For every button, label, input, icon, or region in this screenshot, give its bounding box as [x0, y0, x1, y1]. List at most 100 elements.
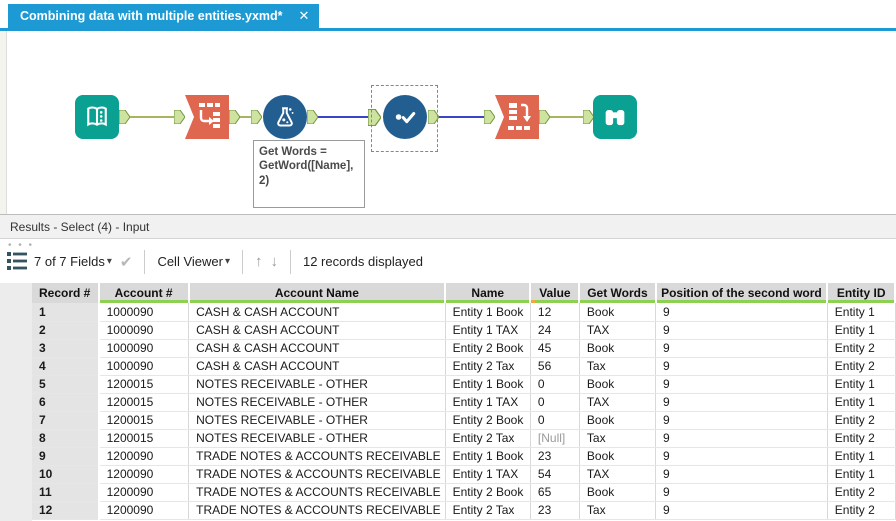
table-cell[interactable]: Entity 1 — [827, 303, 896, 322]
table-cell[interactable]: 24 — [530, 321, 580, 340]
table-cell[interactable]: 1200015 — [98, 411, 190, 430]
record-number-cell[interactable]: 7 — [32, 411, 100, 430]
table-cell[interactable]: NOTES RECEIVABLE - OTHER — [188, 411, 446, 430]
table-cell[interactable]: Entity 2 Book — [445, 339, 531, 358]
table-cell[interactable]: Entity 1 TAX — [445, 321, 531, 340]
workflow-canvas[interactable]: Get Words = GetWord([Name], 2) — [0, 31, 896, 214]
browse-tool[interactable] — [593, 95, 637, 139]
record-number-cell[interactable]: 1 — [32, 303, 100, 322]
table-cell[interactable]: Entity 2 — [827, 501, 896, 520]
table-cell[interactable]: NOTES RECEIVABLE - OTHER — [188, 393, 446, 412]
table-cell[interactable]: CASH & CASH ACCOUNT — [188, 303, 446, 322]
workflow-tab[interactable]: Combining data with multiple entities.yx… — [8, 4, 320, 28]
record-number-cell[interactable]: 4 — [32, 357, 100, 376]
table-cell[interactable]: 9 — [655, 393, 828, 412]
record-number-cell[interactable]: 6 — [32, 393, 100, 412]
table-cell[interactable]: TRADE NOTES & ACCOUNTS RECEIVABLE — [188, 501, 446, 520]
table-cell[interactable]: Entity 1 — [827, 393, 896, 412]
record-number-cell[interactable]: 5 — [32, 375, 100, 394]
table-cell[interactable]: Book — [579, 411, 657, 430]
tool-annotation[interactable]: Get Words = GetWord([Name], 2) — [253, 140, 365, 208]
table-cell[interactable]: 1200015 — [98, 393, 190, 412]
table-cell[interactable]: Book — [579, 483, 657, 502]
table-cell[interactable]: Entity 2 — [827, 483, 896, 502]
crosstab-tool[interactable] — [495, 95, 539, 139]
table-cell[interactable]: 1200015 — [98, 375, 190, 394]
table-cell[interactable]: 56 — [530, 357, 580, 376]
record-number-cell[interactable]: 11 — [32, 483, 100, 502]
table-cell[interactable]: Entity 2 — [827, 339, 896, 358]
table-cell[interactable]: CASH & CASH ACCOUNT — [188, 357, 446, 376]
column-header[interactable]: Get Words — [579, 283, 657, 303]
table-cell[interactable]: Tax — [579, 501, 657, 520]
table-cell[interactable]: 1200090 — [98, 447, 190, 466]
fields-dropdown[interactable]: 7 of 7 Fields ▾ — [34, 254, 112, 269]
select-tool[interactable] — [383, 95, 427, 139]
table-cell[interactable]: 9 — [655, 303, 828, 322]
column-header[interactable]: Value — [530, 283, 581, 303]
table-cell[interactable]: 0 — [530, 393, 580, 412]
table-cell[interactable]: 54 — [530, 465, 580, 484]
table-cell[interactable]: NOTES RECEIVABLE - OTHER — [188, 375, 446, 394]
record-number-cell[interactable]: 2 — [32, 321, 100, 340]
table-cell[interactable]: Entity 2 — [827, 411, 896, 430]
table-cell[interactable]: 0 — [530, 411, 580, 430]
table-cell[interactable]: 9 — [655, 375, 828, 394]
table-cell[interactable]: 9 — [655, 357, 828, 376]
cell-viewer-dropdown[interactable]: Cell Viewer ▾ — [157, 254, 230, 269]
table-cell[interactable]: 1200090 — [98, 465, 190, 484]
table-cell[interactable]: Entity 2 Tax — [445, 501, 531, 520]
table-cell[interactable]: Book — [579, 375, 657, 394]
table-cell[interactable]: 23 — [530, 447, 580, 466]
table-cell[interactable]: TRADE NOTES & ACCOUNTS RECEIVABLE — [188, 483, 446, 502]
table-cell[interactable]: 23 — [530, 501, 580, 520]
transpose-tool[interactable] — [185, 95, 229, 139]
table-cell[interactable]: Tax — [579, 429, 657, 448]
column-header[interactable]: Position of the second word — [655, 283, 829, 303]
record-number-cell[interactable]: 9 — [32, 447, 100, 466]
record-number-cell[interactable]: 10 — [32, 465, 100, 484]
table-cell[interactable]: 9 — [655, 501, 828, 520]
column-header[interactable]: Entity ID — [827, 283, 896, 303]
table-cell[interactable]: 1200015 — [98, 429, 190, 448]
table-cell[interactable]: Entity 1 TAX — [445, 393, 531, 412]
record-number-cell[interactable]: 3 — [32, 339, 100, 358]
table-cell[interactable]: Entity 2 Book — [445, 411, 531, 430]
formula-tool[interactable] — [263, 95, 307, 139]
table-cell[interactable]: 9 — [655, 447, 828, 466]
table-cell[interactable]: 9 — [655, 465, 828, 484]
table-cell[interactable]: 9 — [655, 411, 828, 430]
table-cell[interactable]: 1200090 — [98, 501, 190, 520]
table-cell[interactable]: Entity 1 — [827, 375, 896, 394]
table-cell[interactable]: Book — [579, 447, 657, 466]
pane-splitter[interactable] — [0, 214, 896, 215]
table-cell[interactable]: Entity 2 — [827, 429, 896, 448]
table-cell[interactable]: Entity 1 — [827, 447, 896, 466]
table-cell[interactable]: 1000090 — [98, 357, 190, 376]
column-header[interactable]: Account Name — [188, 283, 447, 303]
table-cell[interactable]: [Null] — [530, 429, 580, 448]
table-cell[interactable]: Book — [579, 303, 657, 322]
table-cell[interactable]: 1000090 — [98, 339, 190, 358]
table-cell[interactable]: TAX — [579, 321, 657, 340]
table-cell[interactable]: TRADE NOTES & ACCOUNTS RECEIVABLE — [188, 465, 446, 484]
up-arrow-button[interactable]: ↑ — [254, 253, 263, 270]
table-cell[interactable]: Entity 1 TAX — [445, 465, 531, 484]
table-cell[interactable]: 1200090 — [98, 483, 190, 502]
table-cell[interactable]: Entity 1 Book — [445, 375, 531, 394]
table-cell[interactable]: Entity 1 — [827, 321, 896, 340]
column-header[interactable]: Account # — [98, 283, 190, 303]
table-cell[interactable]: 1000090 — [98, 321, 190, 340]
table-cell[interactable]: CASH & CASH ACCOUNT — [188, 339, 446, 358]
column-header[interactable]: Record # — [32, 283, 100, 303]
column-header[interactable]: Name — [445, 283, 532, 303]
table-cell[interactable]: 65 — [530, 483, 580, 502]
table-cell[interactable]: TRADE NOTES & ACCOUNTS RECEIVABLE — [188, 447, 446, 466]
